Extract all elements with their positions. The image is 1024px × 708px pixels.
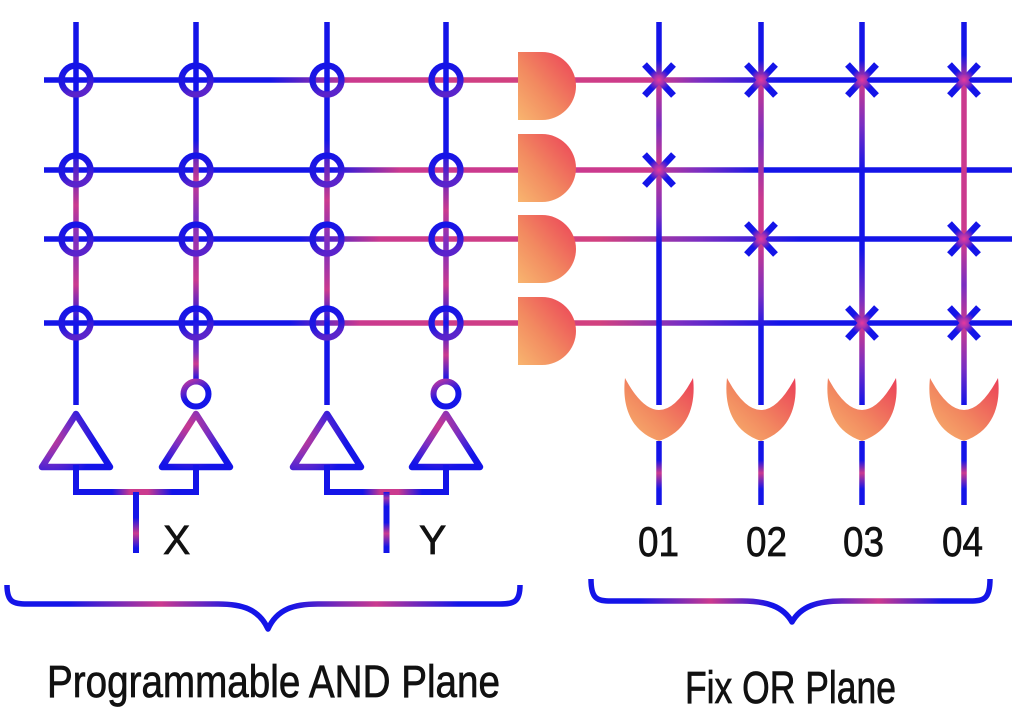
svg-text:04: 04 — [942, 518, 983, 565]
svg-text:Programmable AND Plane: Programmable AND Plane — [47, 656, 500, 707]
svg-text:01: 01 — [638, 518, 679, 565]
svg-text:03: 03 — [843, 518, 884, 565]
svg-text:Y: Y — [419, 517, 446, 563]
svg-text:Fix OR Plane: Fix OR Plane — [685, 662, 896, 708]
svg-text:X: X — [163, 517, 190, 563]
svg-text:02: 02 — [746, 518, 787, 565]
